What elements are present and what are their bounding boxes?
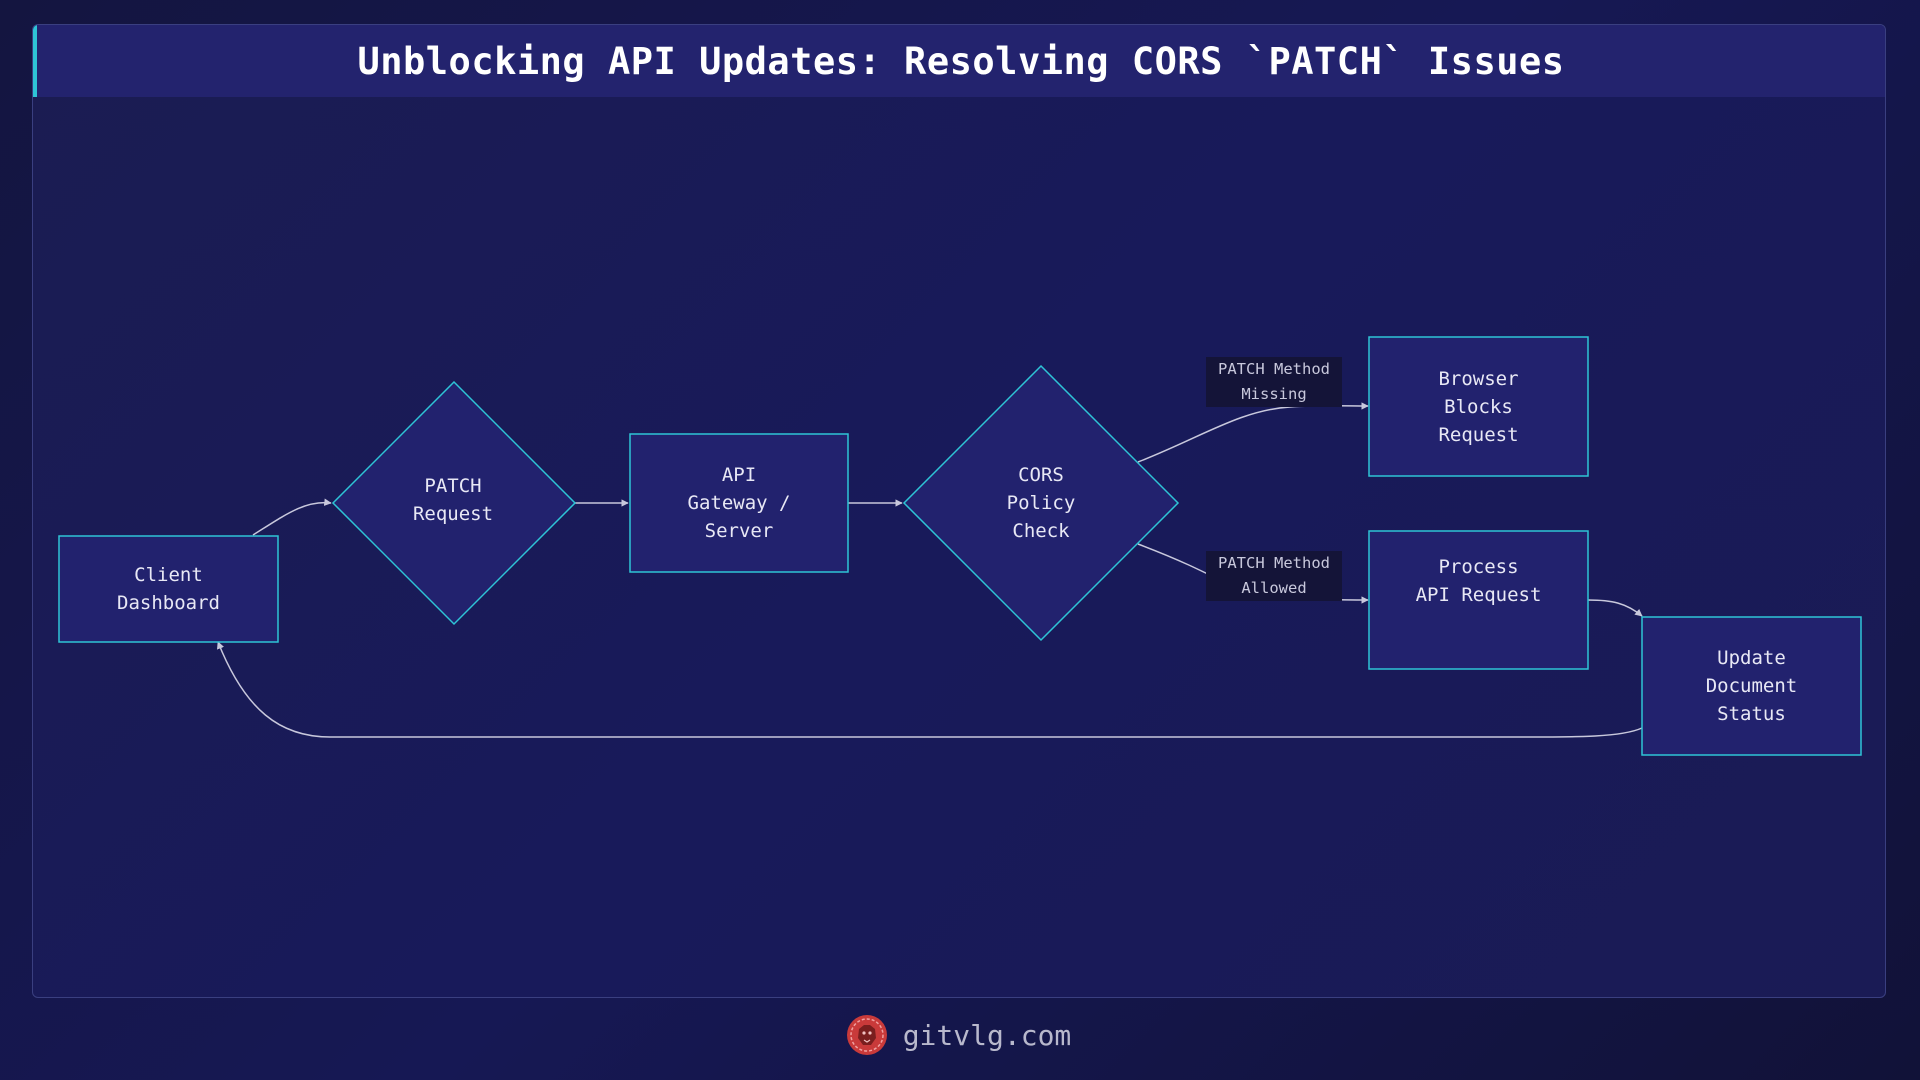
edge-process-to-update (1587, 599, 1643, 617)
label-cors-check: CORS Policy Check (1006, 464, 1076, 542)
label-browser-blocks: Browser Blocks Request (1438, 367, 1519, 446)
footer-logo-spacer (849, 1015, 889, 1055)
node-browser-blocks (1368, 336, 1589, 477)
title-bar: Unblocking API Updates: Resolving CORS `… (33, 25, 1885, 97)
edge-label-missing: PATCH Method Missing (1206, 357, 1342, 407)
lion-head-icon (847, 1015, 887, 1055)
label-update-document: Update Document Status (1705, 647, 1798, 725)
node-api-gateway (629, 433, 849, 573)
node-client-dashboard (58, 535, 279, 643)
edge-cors-to-browser (1137, 402, 1369, 463)
node-cors-check (902, 364, 1180, 642)
node-patch-request (331, 380, 577, 626)
label-client-dashboard: Client Dashboard (117, 564, 220, 614)
node-process-api (1368, 530, 1589, 670)
label-process-api: Process API Request (1415, 556, 1542, 606)
edge-label-allowed: PATCH Method Allowed (1206, 551, 1342, 601)
edge-client-to-patch (252, 498, 332, 536)
label-api-gateway: API Gateway / Server (687, 464, 791, 542)
edge-update-to-client (217, 641, 1643, 738)
node-update-document (1641, 616, 1862, 756)
label-patch-request: PATCH Request (412, 475, 494, 525)
page-title: Unblocking API Updates: Resolving CORS `… (357, 39, 1565, 83)
footer: gitvlg.com (0, 1010, 1920, 1060)
footer-link[interactable]: gitvlg.com (902, 1018, 1072, 1052)
